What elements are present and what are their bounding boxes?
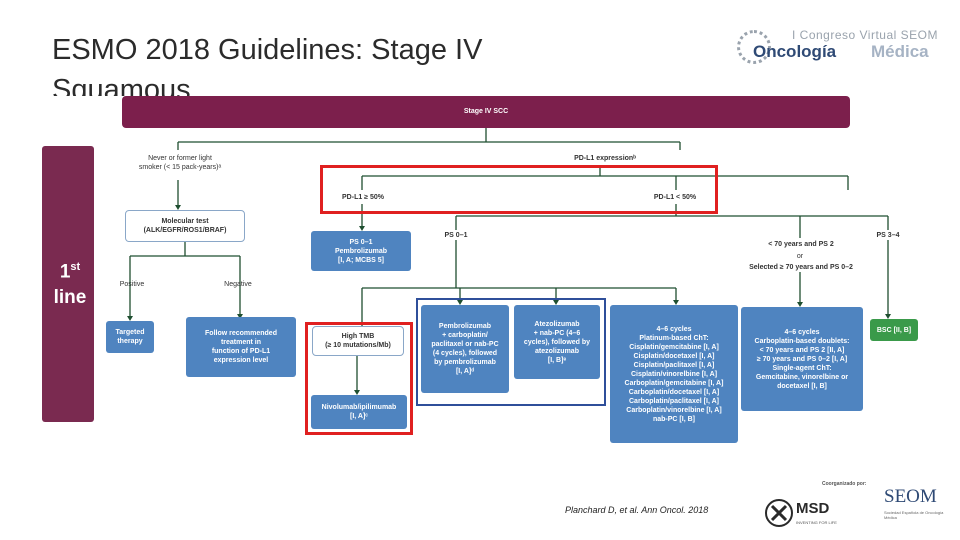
bsc-box: BSC [II, B] (870, 319, 918, 341)
immunochemo-highlight-frame (416, 298, 606, 406)
msd-logo: MSD INVENTING FOR LIFE (764, 496, 854, 530)
seom-subtitle: Sociedad Española de Oncología Médica (884, 510, 944, 520)
first-line-label: 1st line (50, 254, 90, 311)
positive-label: Positive (119, 281, 145, 288)
slide-title: ESMO 2018 Guidelines: Stage IV Squamous (52, 34, 483, 96)
nivolumab-ipilimumab-box: Nivolumab/ipilimumab [I, A]ᶜ (311, 395, 407, 429)
logo-word-medica: Médica (871, 42, 929, 61)
pembrolizumab-ps01-box: PS 0–1 Pembrolizumab [I, A; MCBS 5] (311, 231, 411, 271)
pdl1-high-label: PD-L1 ≥ 50% (342, 194, 384, 201)
molecular-test-box: Molecular test (ALK/EGFR/ROS1/BRAF) (125, 210, 245, 242)
citation: Planchard D, et al. Ann Oncol. 2018 (565, 505, 709, 515)
msd-wordmark: MSD (796, 500, 830, 517)
tmb-highlight-frame (305, 322, 413, 435)
pembrolizumab-combination-box: Pembrolizumab + carboplatin/ paclitaxel … (421, 305, 509, 393)
ps01-label: PS 0–1 (444, 232, 468, 239)
age-or-label: or (796, 253, 804, 260)
seom-wordmark: SEOM (884, 486, 937, 507)
seom-logo: SEOM Sociedad Española de Oncología Médi… (884, 486, 946, 530)
msd-tagline: INVENTING FOR LIFE (796, 520, 837, 525)
pdl1-highlight-frame (320, 165, 718, 214)
stage-iv-scc-header: Stage IV SCC (122, 96, 850, 128)
coorganized-label: Coorganizado por: (822, 481, 867, 487)
line-label-number: 1 (59, 261, 71, 283)
age-ps2-label: < 70 years and PS 2 (768, 241, 834, 248)
age-selected-label: Selected ≥ 70 years and PS 0–2 (749, 264, 853, 271)
oncologia-ring-icon (737, 30, 771, 64)
pdl1-expression-label: PD-L1 expressionᵇ (574, 155, 636, 162)
atezolizumab-combination-box: Atezolizumab + nab-PC (4–6 cycles), foll… (514, 305, 600, 379)
negative-label: Negative (224, 281, 252, 288)
pdl1-low-label: PD-L1 < 50% (653, 194, 697, 201)
smoker-criterion: Never or former light smoker (< 15 pack-… (138, 155, 222, 171)
line-label-word: line (53, 287, 87, 309)
ps34-label: PS 3–4 (876, 232, 900, 239)
congress-logo: I Congreso Virtual SEOM Oncología Médica (735, 22, 950, 72)
follow-recommended-box: Follow recommended treatment in function… (186, 317, 296, 377)
targeted-therapy-box: Targeted therapy (106, 321, 154, 353)
first-line-bar (42, 146, 94, 422)
msd-emblem-icon (765, 499, 793, 527)
high-tmb-box: High TMB (≥ 10 mutations/Mb) (312, 326, 404, 356)
platinum-chemotherapy-box: 4–6 cycles Platinum-based ChT: Cisplatin… (610, 305, 738, 443)
carboplatin-doublets-box: 4–6 cycles Carboplatin-based doublets: <… (741, 307, 863, 411)
congress-title: I Congreso Virtual SEOM (791, 28, 938, 42)
line-label-suffix: st (70, 261, 81, 273)
logo-word-oncologia: Oncología (753, 42, 837, 61)
